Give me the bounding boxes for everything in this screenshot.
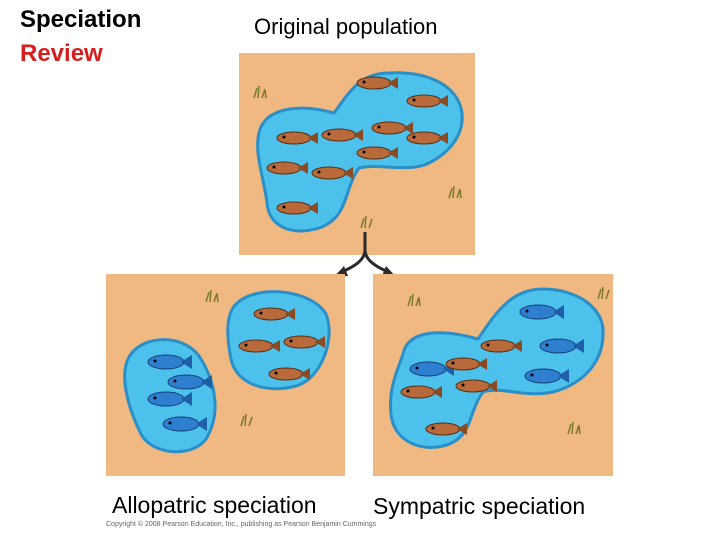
allopatric-speciation-label: Allopatric speciation xyxy=(112,492,317,518)
branching-arrows xyxy=(334,232,396,277)
sympatric-panel xyxy=(373,274,613,476)
allopatric-illustration xyxy=(106,274,345,476)
pond xyxy=(388,287,605,449)
grass-tufts xyxy=(407,286,610,435)
brown-fish-school xyxy=(266,76,448,215)
slide-subtitle: Review xyxy=(20,40,103,67)
sympatric-speciation-label: Sympatric speciation xyxy=(373,493,586,519)
original-population-illustration xyxy=(239,53,475,255)
arrow-left xyxy=(341,232,367,274)
arrow-right xyxy=(363,249,389,274)
blue-fish-school xyxy=(147,354,212,432)
grass-tufts xyxy=(205,289,253,427)
grass-tufts xyxy=(253,85,462,229)
sympatric-illustration xyxy=(373,274,613,476)
brown-fish-school xyxy=(238,307,325,381)
copyright-notice: Copyright © 2008 Pearson Education, Inc.… xyxy=(106,521,377,528)
original-population-label: Original population xyxy=(254,14,438,39)
slide-title: Speciation xyxy=(20,6,142,33)
original-population-panel xyxy=(239,53,475,255)
mixed-fish-school xyxy=(400,304,584,436)
allopatric-panel xyxy=(106,274,345,476)
pond-right xyxy=(226,290,331,391)
